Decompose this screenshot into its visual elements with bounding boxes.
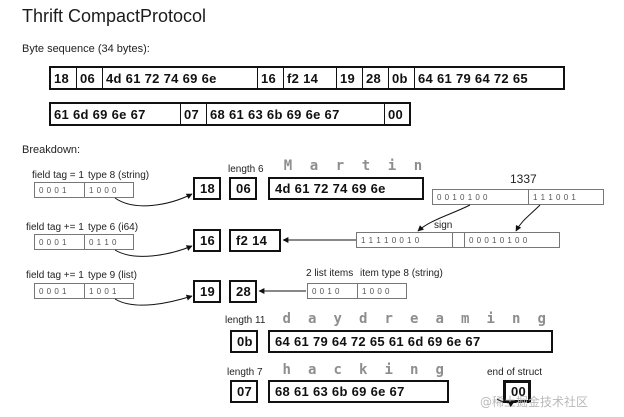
field1-tag-label: field tag = 1 [32, 170, 84, 181]
seq-byte-group: 61 6d 69 6e 67 [51, 104, 181, 124]
seq-byte-group: 64 61 79 64 72 65 [418, 70, 528, 86]
end-of-struct-label: end of struct [487, 367, 543, 378]
item2-length-label: length 7 [227, 367, 263, 378]
seq-byte: 19 [337, 68, 363, 88]
watermark: @稀土掘金技术社区 [480, 395, 589, 409]
seq-byte-group: 4d 61 72 74 69 6e [103, 68, 258, 88]
field2-type-bits: 0 1 1 0 [89, 237, 117, 247]
seq-byte-group: f2 14 [284, 68, 337, 88]
field2-header-byte: 16 [193, 229, 221, 252]
sign-label: sign [434, 220, 453, 231]
field1-type-label: type 8 (string) [88, 170, 150, 181]
field2-tag-bits: 0 0 0 1 [35, 235, 85, 249]
number-binary: 0 0 1 0 1 0 0 1 1 1 0 0 1 [432, 189, 604, 205]
field2-type-label: type 6 (i64) [88, 222, 139, 233]
item1-value-bytes: 64 61 79 64 72 65 61 6d 69 6e 67 [268, 330, 553, 353]
item-type-label: item type 8 (string) [360, 268, 443, 279]
field1-header-bits: 0 0 0 1 1 0 0 0 [34, 182, 134, 198]
field1-value-bytes: 4d 61 72 74 69 6e [268, 177, 424, 200]
item1-length-label: length 11 [225, 315, 266, 326]
field3-type-label: type 9 (list) [88, 270, 137, 281]
seq-byte-group: 68 61 63 6b 69 6e 67 [207, 104, 385, 124]
field3-type-bits: 1 0 0 1 [89, 286, 117, 296]
number-low-bits: 1 1 1 0 0 1 [533, 192, 577, 202]
varint-byte-1-bits: 1 1 1 1 0 0 1 0 [357, 233, 453, 247]
field1-tag-bits: 0 0 0 1 [35, 183, 85, 197]
number-high-bits: 0 0 1 0 1 0 0 [433, 190, 529, 204]
arrow-field3 [114, 294, 193, 306]
list-item-type-bits: 1 0 0 0 [362, 286, 390, 296]
field3-header-bits: 0 0 0 1 1 0 0 1 [34, 283, 134, 299]
arrow-end-of-struct [496, 398, 515, 408]
field1-length-byte: 06 [229, 177, 257, 200]
seq-byte: 0b [389, 68, 415, 88]
seq-byte: 00 [388, 106, 404, 122]
varint-byte-2-bits: 0 0 0 1 0 1 0 0 [469, 235, 528, 245]
list-header-bits: 0 0 1 0 1 0 0 0 [307, 283, 407, 299]
diagram-title: Thrift CompactProtocol [22, 6, 207, 26]
byte-sequence-label: Byte sequence (34 bytes): [22, 43, 150, 55]
list-header-byte: 28 [229, 280, 257, 303]
field1-type-bits: 1 0 0 0 [89, 185, 117, 195]
field3-tag-label: field tag += 1 [26, 270, 84, 281]
arrow-high-bits [417, 204, 471, 232]
field2-tag-label: field tag += 1 [26, 222, 84, 233]
item1-length-byte: 0b [230, 330, 258, 353]
list-items-label: 2 list items [306, 268, 354, 279]
seq-byte: 16 [258, 68, 284, 88]
seq-byte: 18 [51, 68, 77, 88]
number-value: 1337 [510, 172, 537, 186]
field1-length-label: length 6 [228, 164, 264, 175]
arrow-field1 [114, 193, 193, 207]
varint-gap [453, 233, 465, 247]
field2-value-bytes: f2 14 [229, 229, 281, 252]
arrow-low-bits [515, 204, 541, 232]
seq-byte: 07 [181, 104, 207, 124]
seq-byte: 28 [363, 68, 389, 88]
end-of-struct-byte: 00 [503, 380, 531, 403]
list-count-bits: 0 0 1 0 [308, 284, 358, 298]
byte-sequence-row-1: 18 06 4d 61 72 74 69 6e 16 f2 14 19 28 0… [49, 66, 565, 90]
arrow-field2 [114, 245, 193, 257]
item2-value-bytes: 68 61 63 6b 69 6e 67 [268, 380, 449, 403]
field3-header-byte: 19 [193, 280, 221, 303]
zigzag-varint-bits: 1 1 1 1 0 0 1 0 0 0 0 1 0 1 0 0 [356, 232, 560, 248]
item2-length-byte: 07 [230, 380, 258, 403]
byte-sequence-row-2: 61 6d 69 6e 67 07 68 61 63 6b 69 6e 67 0… [49, 102, 411, 126]
breakdown-label: Breakdown: [22, 144, 81, 156]
field3-tag-bits: 0 0 0 1 [35, 284, 85, 298]
field1-header-byte: 18 [193, 177, 221, 200]
seq-byte: 06 [77, 68, 103, 88]
field2-header-bits: 0 0 0 1 0 1 1 0 [34, 234, 134, 250]
